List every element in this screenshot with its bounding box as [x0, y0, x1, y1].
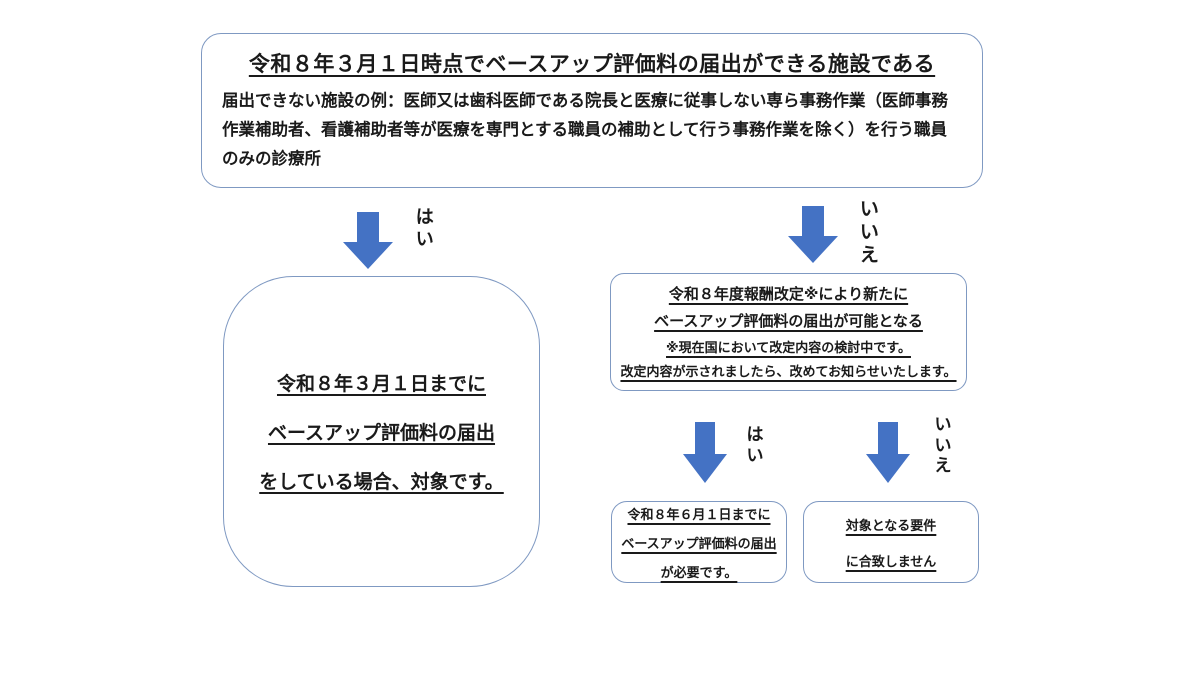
- revision-note-2: 改定内容が示されましたら、改めてお知らせいたします。: [620, 363, 957, 379]
- down-arrow-icon: [788, 206, 838, 263]
- not-eligible-line-2: に合致しません: [845, 553, 937, 569]
- arrow-head: [343, 242, 393, 269]
- down-arrow-icon: [866, 422, 910, 483]
- arrow-head: [683, 454, 727, 483]
- eligible-line-1: 令和８年３月１日までに: [276, 374, 486, 395]
- branch-label-yes: はい: [746, 425, 764, 465]
- not-eligible-box: 対象となる要件 に合致しません: [803, 501, 979, 583]
- down-arrow-icon: [343, 212, 393, 269]
- top-condition-title: 令和８年３月１日時点でベースアップ評価料の届出ができる施設である: [248, 53, 936, 76]
- notification-required-line-1: 令和８年６月１日までに: [627, 506, 771, 522]
- branch-label-no: いいえ: [934, 415, 952, 476]
- top-condition-box: 令和８年３月１日時点でベースアップ評価料の届出ができる施設である 届出できない施…: [201, 33, 983, 188]
- branch-label-no: いいえ: [859, 199, 879, 267]
- revision-note-1: ※現在国において改定内容の検討中です。: [666, 339, 911, 355]
- revision-notice-box: 令和８年度報酬改定※により新たに ベースアップ評価料の届出が可能となる ※現在国…: [610, 273, 967, 391]
- branch-label-yes: はい: [415, 207, 434, 249]
- eligible-result-box: 令和８年３月１日までに ベースアップ評価料の届出 をしている場合、対象です。: [223, 276, 540, 587]
- down-arrow-icon: [683, 422, 727, 483]
- top-condition-body: 届出できない施設の例：医師又は歯科医師である院長と医療に従事しない専ら事務作業（…: [222, 92, 948, 168]
- arrow-head: [866, 454, 910, 483]
- arrow-shaft: [357, 212, 379, 242]
- arrow-shaft: [802, 206, 824, 236]
- not-eligible-line-1: 対象となる要件: [845, 517, 937, 533]
- notification-required-box: 令和８年６月１日までに ベースアップ評価料の届出 が必要です。: [611, 501, 787, 583]
- arrow-shaft: [695, 422, 715, 454]
- revision-line-1: 令和８年度報酬改定※により新たに: [668, 286, 909, 303]
- notification-required-line-2: ベースアップ評価料の届出: [621, 535, 777, 551]
- arrow-head: [788, 236, 838, 263]
- notification-required-line-3: が必要です。: [660, 564, 738, 580]
- revision-line-2: ベースアップ評価料の届出が可能となる: [654, 313, 923, 330]
- eligible-line-2: ベースアップ評価料の届出: [267, 423, 496, 444]
- arrow-shaft: [878, 422, 898, 454]
- eligible-line-3: をしている場合、対象です。: [259, 472, 504, 493]
